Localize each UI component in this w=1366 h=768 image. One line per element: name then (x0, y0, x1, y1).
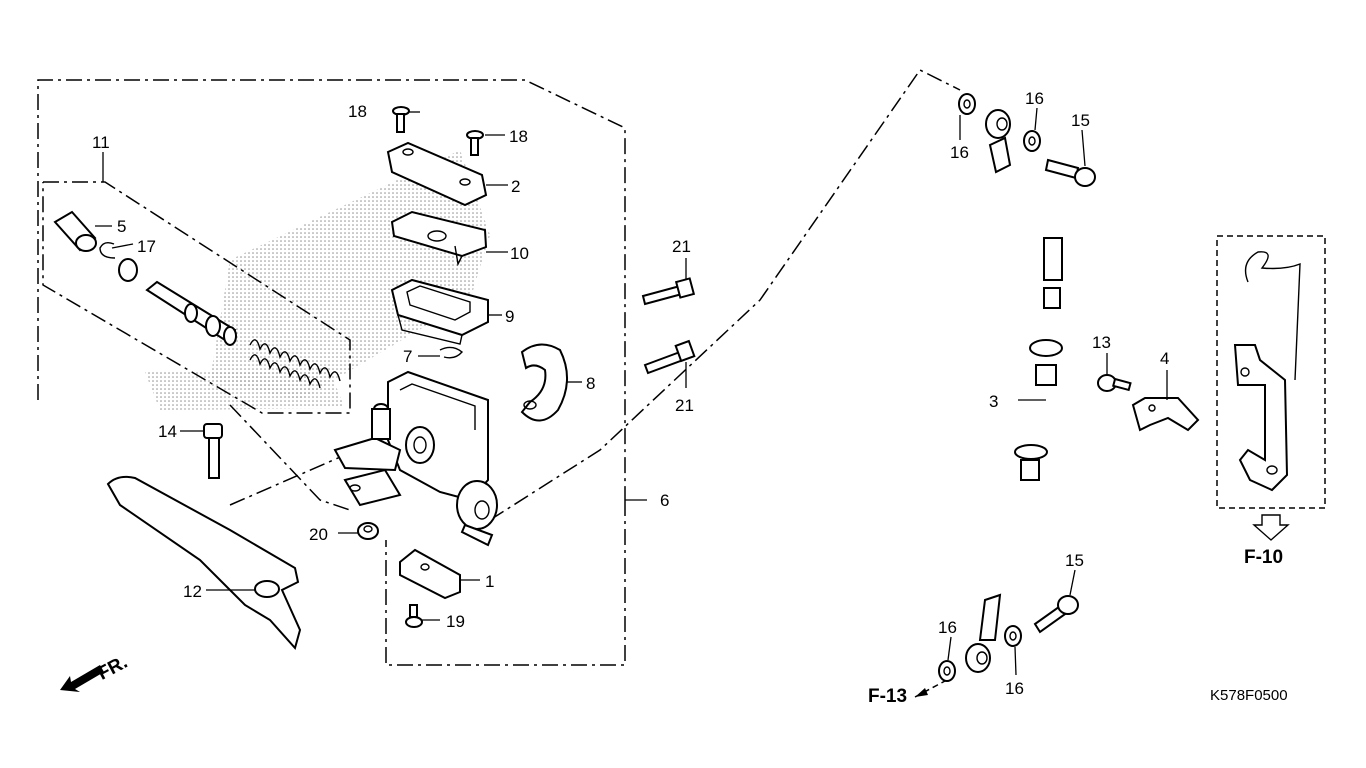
brake-hose-icon (978, 136, 1063, 641)
diaphragm-plate-icon (390, 210, 488, 267)
piston-icon (145, 280, 237, 346)
front-label: FR. (94, 652, 131, 685)
ref-f10[interactable]: F-10 (1244, 547, 1283, 568)
callout-17: 17 (137, 237, 156, 256)
callout-18: 18 (509, 127, 528, 146)
circlip-icon (99, 241, 116, 259)
bolt-21-icon (643, 339, 696, 375)
banjo-fitting-icon (965, 643, 991, 673)
callout-15: 15 (1065, 551, 1084, 570)
spring-icon (249, 339, 341, 389)
pivot-bolt-icon (203, 423, 223, 479)
reservoir-cap-icon (386, 141, 488, 207)
callout-8: 8 (586, 374, 595, 393)
clip-7-icon (439, 346, 464, 359)
callout-1: 1 (485, 572, 494, 591)
boot-icon (53, 210, 97, 252)
washer-16-icon (1004, 625, 1022, 647)
f13-arrow-icon (914, 680, 946, 698)
nut-icon (357, 522, 379, 540)
banjo-bolt-15-icon (1033, 595, 1079, 634)
callout-16: 16 (950, 143, 969, 162)
screw-18-icon (466, 130, 484, 156)
stipple-shade (145, 372, 345, 410)
callout-15: 15 (1071, 111, 1090, 130)
screw-18-icon (392, 106, 410, 133)
callout-16: 16 (1005, 679, 1024, 698)
callout-14: 14 (158, 422, 177, 441)
f10-reference-box (1216, 235, 1326, 509)
callout-21: 21 (675, 396, 694, 415)
brake-switch-icon (399, 548, 461, 600)
assembly-boundary (385, 500, 626, 666)
holder-clamp-icon (520, 343, 569, 422)
washer-16-icon (1023, 130, 1041, 152)
callout-7: 7 (403, 347, 412, 366)
bolt-13-icon (1097, 374, 1132, 392)
washer-16-icon (938, 660, 956, 682)
callout-16: 16 (938, 618, 957, 637)
washer-icon (118, 258, 138, 282)
callout-4: 4 (1160, 349, 1169, 368)
piston-kit-boundary (42, 181, 351, 414)
hose-guide-icon (1131, 397, 1200, 432)
banjo-bolt-15-icon (1044, 158, 1096, 187)
assembly-boundary (37, 79, 626, 500)
diaphragm-icon (390, 278, 489, 345)
master-cylinder-body-icon (333, 370, 498, 547)
callout-19: 19 (446, 612, 465, 631)
callout-20: 20 (309, 525, 328, 544)
stipple-shade (210, 150, 490, 400)
drawing-code: K578F0500 (1210, 687, 1288, 704)
banjo-fitting-icon (985, 109, 1011, 139)
callout-6: 6 (660, 491, 669, 510)
brake-lever-icon (106, 475, 302, 651)
front-direction-arrow-icon (60, 665, 104, 692)
callout-11: 11 (92, 133, 110, 152)
washer-16-icon (958, 93, 976, 115)
screw-19-icon (405, 604, 423, 628)
bolt-21-icon (641, 277, 696, 306)
callout-13: 13 (1092, 333, 1111, 352)
callout-16: 16 (1025, 89, 1044, 108)
callout-9: 9 (505, 307, 514, 326)
down-arrow-icon (1252, 514, 1290, 541)
callout-21: 21 (672, 237, 691, 256)
ref-f13[interactable]: F-13 (868, 686, 907, 707)
bracket-f10-icon (1233, 251, 1301, 492)
callout-12: 12 (183, 582, 202, 601)
callout-5: 5 (117, 217, 126, 236)
callout-10: 10 (510, 244, 529, 263)
routing-line (229, 404, 351, 511)
callout-3: 3 (989, 392, 998, 411)
callout-2: 2 (511, 177, 520, 196)
callout-18: 18 (348, 102, 367, 121)
routing-line (489, 69, 961, 521)
